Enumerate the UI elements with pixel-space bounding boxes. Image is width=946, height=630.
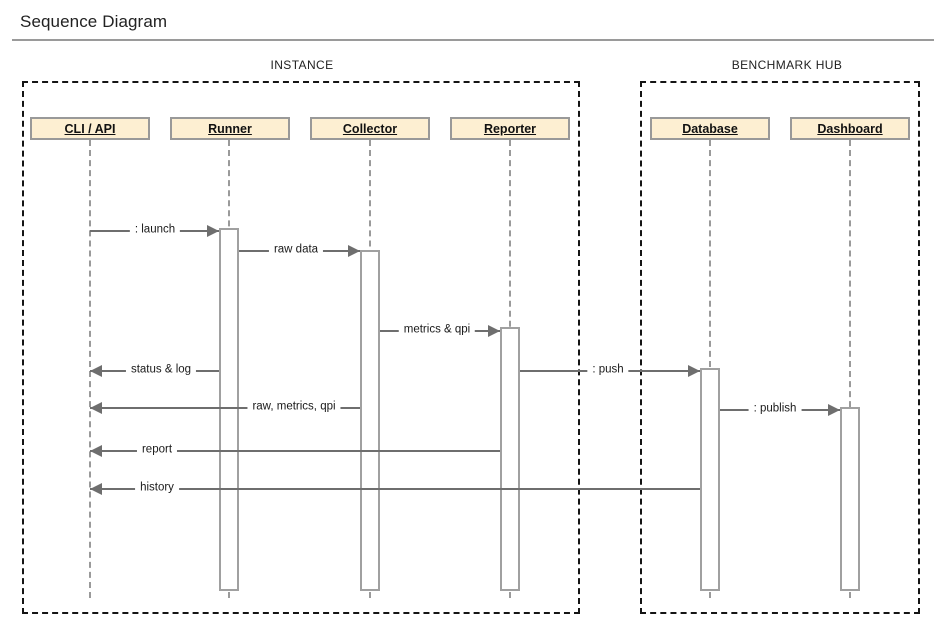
message-label-status-log: status & log [125, 363, 197, 377]
participant-label-reporter: Reporter [483, 121, 537, 136]
participant-box-database[interactable]: Database [650, 117, 770, 140]
message-arrowhead-raw-metrics-qpi [90, 402, 102, 414]
message-arrowhead-history [90, 483, 102, 495]
frame-benchmark-hub [640, 81, 920, 614]
frame-instance [22, 81, 580, 614]
message-arrowhead-report [90, 445, 102, 457]
title-divider [12, 39, 934, 41]
participant-label-runner: Runner [208, 121, 252, 136]
participant-label-dashboard: Dashboard [817, 121, 883, 136]
participant-box-dashboard[interactable]: Dashboard [790, 117, 910, 140]
activation-bar-collector [360, 250, 380, 591]
participant-box-runner[interactable]: Runner [170, 117, 290, 140]
participant-label-cli-api: CLI / API [64, 121, 116, 136]
message-line-raw-metrics-qpi [90, 407, 360, 409]
message-line-history [90, 488, 700, 490]
message-label-launch: : launch [129, 223, 181, 237]
page-title: Sequence Diagram [20, 12, 168, 31]
message-arrowhead-launch [207, 225, 219, 237]
activation-bar-reporter [500, 327, 520, 591]
participant-box-cli-api[interactable]: CLI / API [30, 117, 150, 140]
frame-label-benchmark-hub: BENCHMARK HUB [731, 58, 843, 72]
activation-bar-dashboard [840, 407, 860, 591]
message-label-raw-data: raw data [268, 243, 324, 257]
lifeline-dashboard [849, 140, 851, 598]
message-arrowhead-push [688, 365, 700, 377]
message-line-report [90, 450, 500, 452]
message-label-metrics-qpi: metrics & qpi [398, 323, 476, 337]
message-arrowhead-raw-data [348, 245, 360, 257]
message-arrowhead-publish [828, 404, 840, 416]
participant-box-reporter[interactable]: Reporter [450, 117, 570, 140]
message-label-raw-metrics-qpi: raw, metrics, qpi [247, 400, 341, 414]
activation-bar-runner [219, 228, 239, 591]
message-arrowhead-metrics-qpi [488, 325, 500, 337]
participant-box-collector[interactable]: Collector [310, 117, 430, 140]
participant-label-collector: Collector [342, 121, 398, 136]
frame-label-instance: INSTANCE [270, 58, 334, 72]
participant-label-database: Database [682, 121, 738, 136]
message-label-push: : push [587, 363, 629, 377]
message-arrowhead-status-log [90, 365, 102, 377]
activation-bar-database [700, 368, 720, 591]
message-label-report: report [136, 443, 178, 457]
message-label-publish: : publish [748, 402, 802, 416]
message-label-history: history [135, 481, 179, 495]
